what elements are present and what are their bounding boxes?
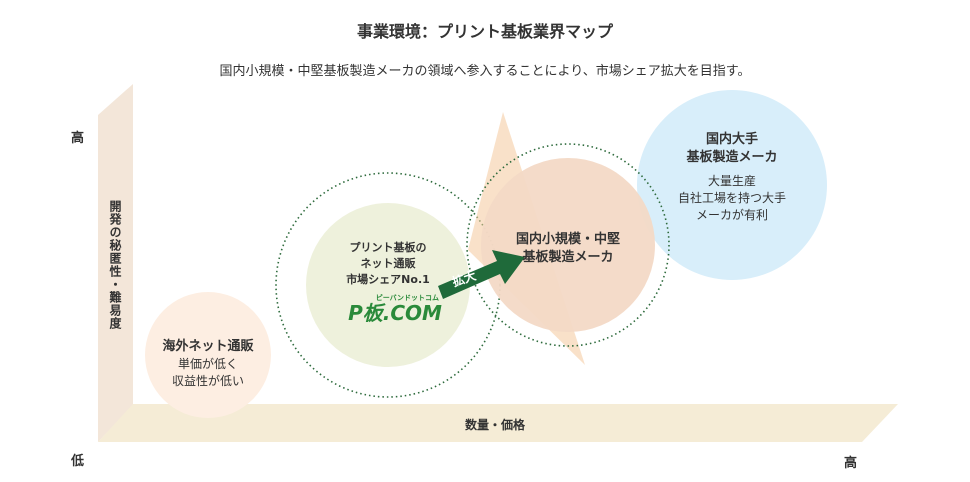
domestic-large-body-1: 大量生産: [707, 174, 756, 188]
domestic-large-title-1: 国内大手: [705, 132, 758, 147]
pban-title-1: プリント基板の: [349, 241, 427, 254]
pban-bubble: [306, 203, 470, 367]
pban-logo: ピーバンドットコム P板.COM: [345, 293, 445, 323]
y-axis-high-label: 高: [71, 131, 85, 146]
domestic-large-body-3: メーカが有利: [695, 208, 768, 222]
domestic-small-label: 国内小規模・中堅 基板製造メーカ: [498, 231, 638, 267]
y-axis-plate: [98, 84, 133, 442]
domestic-large-bubble: [637, 90, 827, 280]
domestic-small-title-1: 国内小規模・中堅: [515, 232, 620, 247]
x-axis-title: 数量・価格: [464, 418, 525, 432]
page-title: 事業環境：プリント基板業界マップ: [356, 22, 613, 41]
overseas-label: 海外ネット通販 単価が低く 収益性が低い: [148, 338, 268, 390]
x-axis-high-label: 高: [844, 456, 858, 471]
overseas-body-2: 収益性が低い: [171, 374, 244, 388]
pban-title-2: ネット通販: [360, 257, 416, 270]
y-axis-title: 開発の秘匿性・難易度: [108, 200, 122, 330]
domestic-small-bubble: [481, 158, 655, 332]
pban-title-3: 市場シェアNo.1: [346, 273, 430, 286]
pban-logo-ruby: ピーバンドットコム: [375, 294, 439, 302]
domestic-small-title-2: 基板製造メーカ: [522, 250, 614, 265]
domestic-large-body-2: 自社工場を持つ大手: [677, 191, 786, 205]
page-subtitle: 国内小規模・中堅基板製造メーカの領域へ参入することにより、市場シェア拡大を目指す…: [219, 64, 751, 79]
pban-label: プリント基板の ネット通販 市場シェアNo.1: [323, 240, 453, 288]
overseas-title: 海外ネット通販: [162, 339, 254, 354]
x-axis-plate: [98, 404, 898, 442]
domestic-large-title-2: 基板製造メーカ: [686, 150, 778, 165]
overseas-body-1: 単価が低く: [177, 357, 238, 371]
x-axis-low-label: 低: [71, 454, 85, 469]
domestic-small-ring: [466, 143, 670, 347]
domestic-large-label: 国内大手 基板製造メーカ 大量生産 自社工場を持つ大手 メーカが有利: [662, 131, 802, 224]
pban-logo-text: P板.COM: [348, 301, 442, 325]
expand-arrow: [438, 250, 525, 299]
overseas-bubble: [145, 292, 271, 418]
